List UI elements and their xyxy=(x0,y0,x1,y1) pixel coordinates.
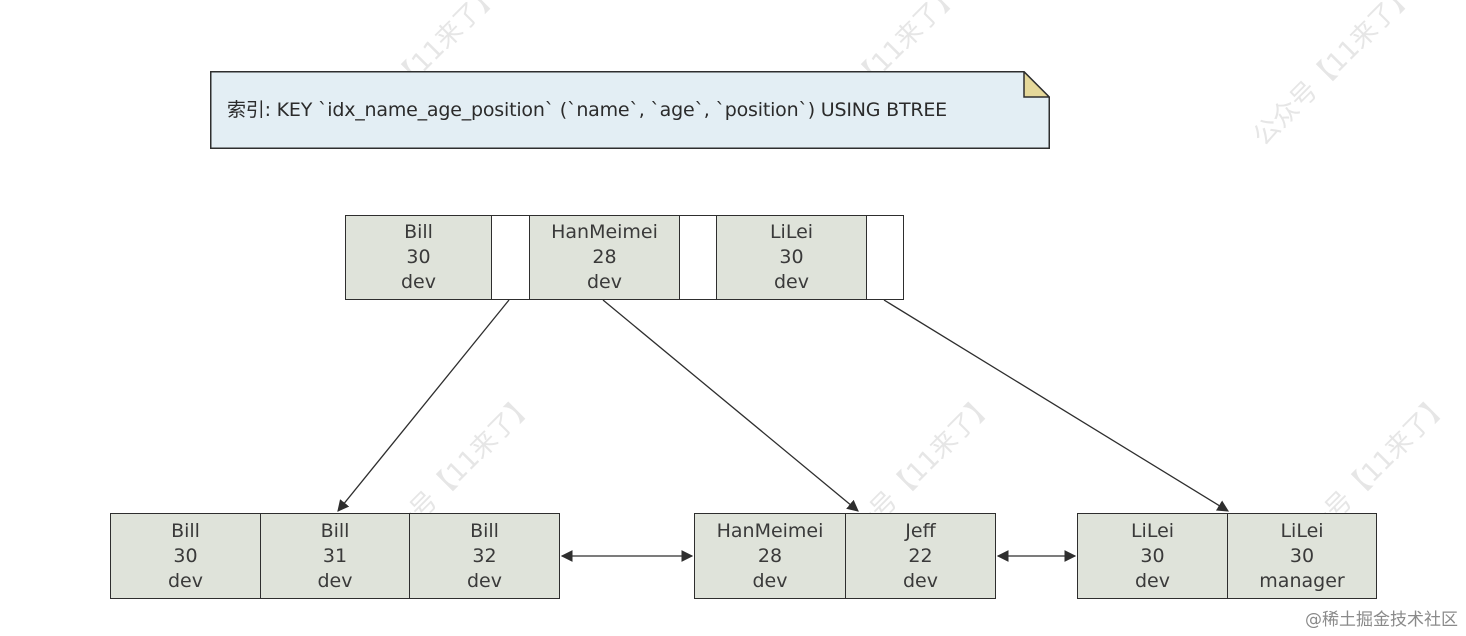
key-name: LiLei xyxy=(769,221,814,243)
leaf-key: LiLei 30 manager xyxy=(1228,514,1376,598)
root-pointer-3 xyxy=(867,216,903,299)
key-name: Bill xyxy=(404,221,433,243)
pointer-arrow-root-to-leaf-2 xyxy=(602,299,859,512)
key-age: 22 xyxy=(908,544,933,567)
root-key-2: HanMeimei 28 dev xyxy=(530,216,680,299)
key-age: 30 xyxy=(406,246,431,268)
key-position: dev xyxy=(774,271,809,293)
root-pointer-1 xyxy=(492,216,530,299)
leaf-key: Jeff 22 dev xyxy=(846,514,995,598)
key-position: dev xyxy=(1135,569,1170,592)
leaf-node-1: Bill 30 dev Bill 31 dev Bill 32 dev xyxy=(110,513,560,599)
leaf-node-2: HanMeimei 28 dev Jeff 22 dev xyxy=(694,513,996,599)
key-position: dev xyxy=(317,569,353,592)
index-note: 索引: KEY `idx_name_age_position` (`name`,… xyxy=(210,71,1050,149)
key-age: 30 xyxy=(173,544,198,567)
leaf-key: Bill 30 dev xyxy=(111,514,261,598)
key-position: dev xyxy=(752,569,788,592)
leaf-key: LiLei 30 dev xyxy=(1078,514,1228,598)
key-name: LiLei xyxy=(1280,519,1324,542)
root-key-3: LiLei 30 dev xyxy=(717,216,867,299)
leaf-key: Bill 31 dev xyxy=(261,514,410,598)
root-node: Bill 30 dev HanMeimei 28 dev LiLei 30 de… xyxy=(345,215,904,300)
key-age: 30 xyxy=(1289,544,1315,567)
key-age: 28 xyxy=(592,246,617,268)
root-pointer-2 xyxy=(680,216,717,299)
key-position: manager xyxy=(1259,569,1345,592)
pointer-arrow-root-to-leaf-1 xyxy=(337,299,510,512)
key-name: HanMeimei xyxy=(716,519,824,542)
key-position: dev xyxy=(587,271,622,293)
key-name: Jeff xyxy=(905,519,936,542)
key-position: dev xyxy=(168,569,203,592)
key-name: Bill xyxy=(470,519,499,542)
leaf-node-3: LiLei 30 dev LiLei 30 manager xyxy=(1077,513,1377,599)
source-credit: @稀土掘金技术社区 xyxy=(1305,610,1458,630)
pointer-arrow-root-to-leaf-3 xyxy=(883,299,1229,512)
key-age: 30 xyxy=(1140,544,1165,567)
key-name: Bill xyxy=(171,519,200,542)
key-age: 28 xyxy=(757,544,783,567)
key-position: dev xyxy=(467,569,502,592)
leaf-key: HanMeimei 28 dev xyxy=(695,514,846,598)
note-shape xyxy=(210,71,1050,149)
key-age: 30 xyxy=(779,246,804,268)
key-name: LiLei xyxy=(1130,519,1175,542)
index-note-text: 索引: KEY `idx_name_age_position` (`name`,… xyxy=(227,99,947,121)
key-name: HanMeimei xyxy=(551,221,658,243)
key-age: 31 xyxy=(322,544,348,567)
root-key-1: Bill 30 dev xyxy=(346,216,492,299)
note-fold-icon xyxy=(1023,71,1050,98)
leaf-key: Bill 32 dev xyxy=(410,514,559,598)
key-position: dev xyxy=(401,271,436,293)
key-age: 32 xyxy=(472,544,497,567)
key-position: dev xyxy=(903,569,938,592)
key-name: Bill xyxy=(320,519,350,542)
